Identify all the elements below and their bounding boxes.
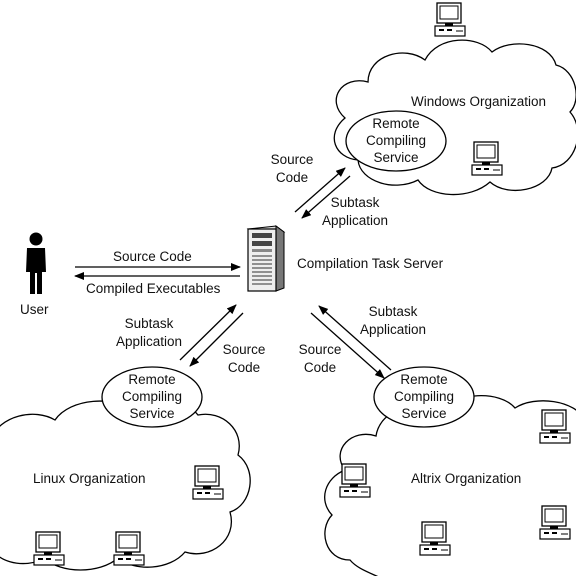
person-icon <box>26 232 46 294</box>
workstation-icon <box>419 521 451 556</box>
workstation-icon <box>434 2 466 37</box>
server-label: Compilation Task Server <box>297 256 444 271</box>
edge-label-compiled-executables: Compiled Executables <box>86 281 221 296</box>
workstation-icon <box>539 409 571 444</box>
windows-org-label: Windows Organization <box>411 94 547 109</box>
server-tower-icon <box>246 225 286 292</box>
arrow-source-to-windows <box>294 167 346 213</box>
arrow-subtask-from-altrix <box>318 305 392 371</box>
edge-label-altrix-source: Source Code <box>298 342 342 375</box>
workstation-icon <box>339 463 371 498</box>
workstation-icon <box>192 465 224 500</box>
service-label-altrix: Remote Compiling Service <box>393 372 455 421</box>
service-label-windows: Remote Compiling Service <box>365 116 427 165</box>
edge-label-windows-source: Source Code <box>270 152 314 185</box>
workstation-icon <box>471 141 503 176</box>
arrow-source-to-altrix <box>310 312 385 379</box>
arrow-source-to-linux <box>189 312 244 367</box>
arrow-subtask-from-linux <box>179 304 237 361</box>
service-ellipse-windows <box>345 110 447 172</box>
linux-cloud <box>0 400 251 571</box>
edge-label-altrix-subtask: Subtask Application <box>359 304 427 337</box>
service-ellipse-linux <box>101 366 203 428</box>
edge-label-source-code: Source Code <box>113 249 192 264</box>
edge-label-windows-subtask: Subtask Application <box>321 195 389 228</box>
workstation-icon <box>33 531 65 566</box>
linux-org-label: Linux Organization <box>33 471 146 486</box>
edge-label-linux-source: Source Code <box>222 342 266 375</box>
workstation-icon <box>539 505 571 540</box>
workstation-icon <box>113 531 145 566</box>
altrix-cloud <box>324 395 576 576</box>
service-label-linux: Remote Compiling Service <box>121 372 183 421</box>
service-ellipse-altrix <box>373 366 475 428</box>
edge-label-linux-subtask: Subtask Application <box>115 316 183 349</box>
user-label: User <box>20 302 49 317</box>
altrix-org-label: Altrix Organization <box>411 471 522 486</box>
arrow-subtask-from-windows <box>301 175 351 219</box>
